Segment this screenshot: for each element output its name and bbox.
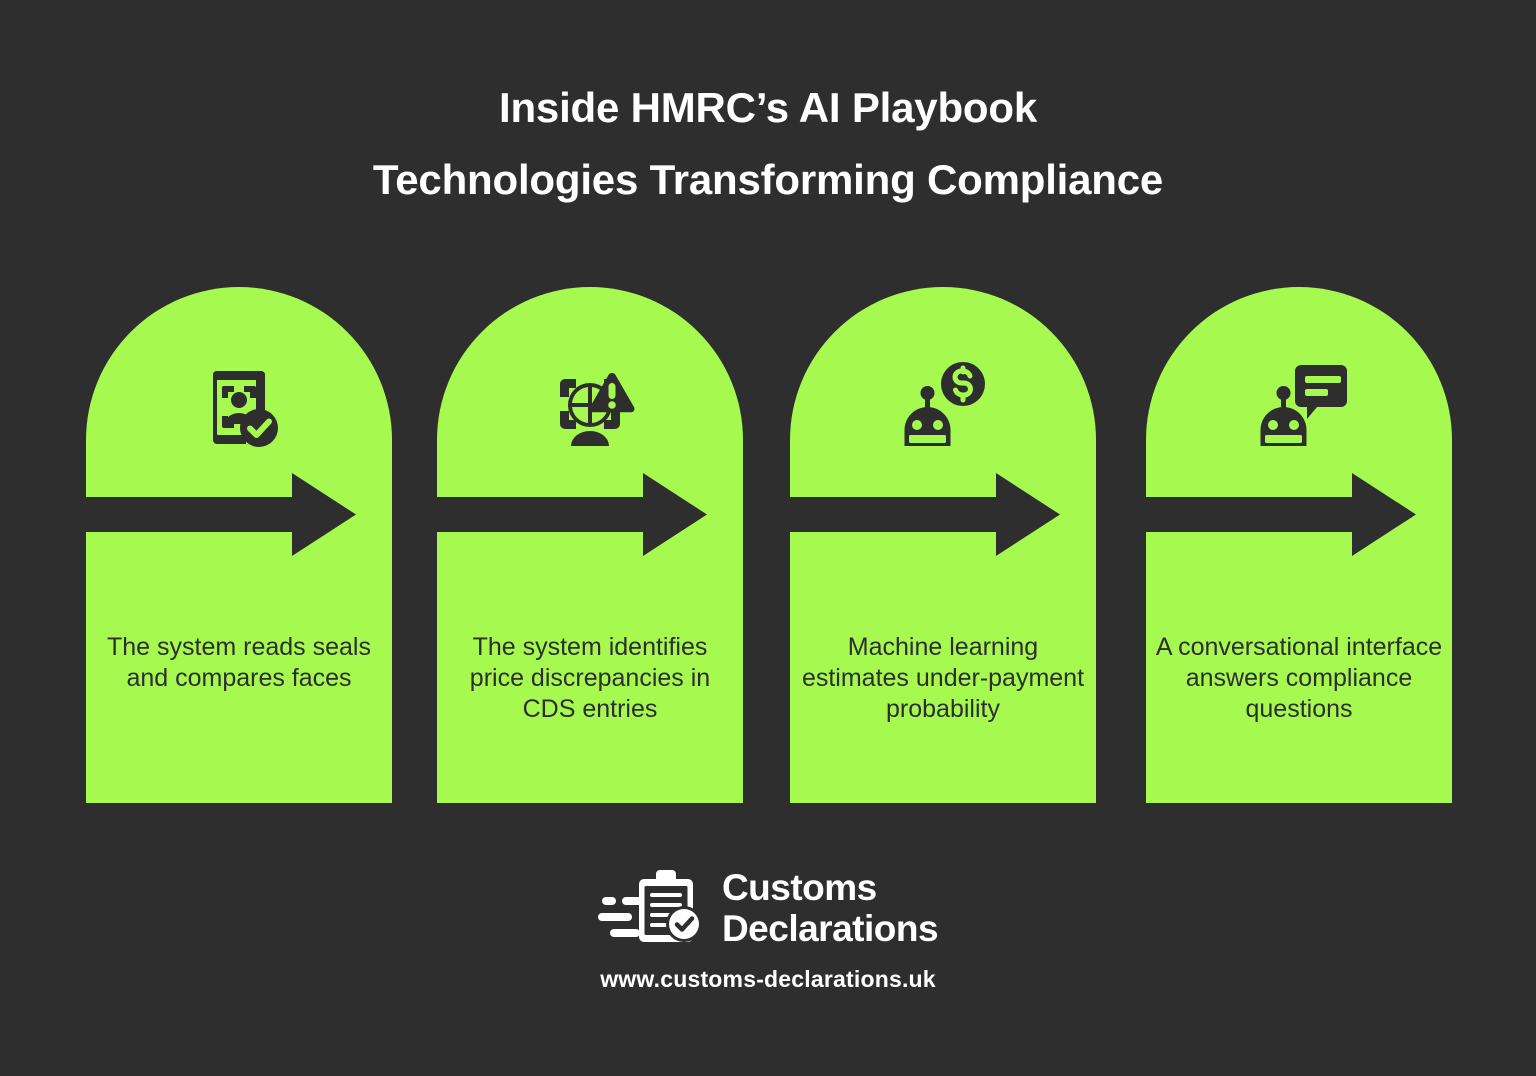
step-caption-1: The system reads seals and compares face… — [107, 633, 371, 692]
brand-name-line-1: Customs — [721, 867, 877, 908]
robot-chat-bubble-icon — [1146, 347, 1452, 467]
page-title-line-2: Technologies Transforming Compliance — [372, 156, 1164, 203]
id-face-scan-verified-icon — [86, 347, 392, 467]
step-caption-2: The system identifies price discrepancie… — [469, 633, 711, 723]
page-header: Inside HMRC’s AI Playbook Technologies T… — [0, 72, 1536, 216]
steps-container: The system reads seals and compares face… — [60, 287, 1452, 803]
step-caption-4: A conversational interface answers compl… — [1155, 633, 1443, 723]
step-card-2: The system identifies price discrepancie… — [411, 287, 743, 803]
step-card-3: Machine learning estimates under-payment… — [764, 287, 1096, 803]
step-card-4: A conversational interface answers compl… — [1120, 287, 1452, 803]
robot-dollar-coin-icon — [790, 347, 1096, 467]
step-card-1: The system reads seals and compares face… — [60, 287, 392, 803]
brand-name: Customs Declarations — [721, 867, 939, 949]
clipboard-check-speedlines-icon — [597, 870, 702, 942]
page-title-line-1: Inside HMRC’s AI Playbook — [499, 84, 1037, 131]
brand-lockup: Customs Declarations — [0, 866, 1536, 950]
brand-name-line-2: Declarations — [721, 908, 939, 949]
step-caption-3: Machine learning estimates under-payment… — [801, 633, 1085, 723]
globe-scan-warning-icon — [437, 347, 743, 467]
page-footer: Customs Declarations www.customs-declara… — [0, 866, 1536, 993]
website-url[interactable]: www.customs-declarations.uk — [600, 966, 936, 992]
